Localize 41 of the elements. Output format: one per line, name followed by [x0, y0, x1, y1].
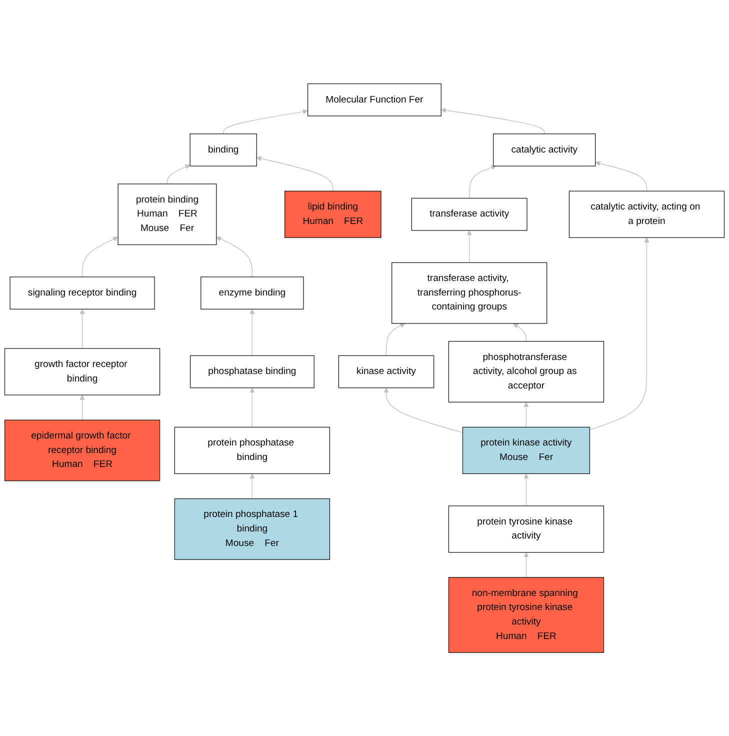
node-box: signaling receptor binding [10, 276, 155, 310]
node-box: growth factor receptor binding [4, 348, 160, 396]
arrow [216, 236, 253, 278]
node-box: transferase activity [411, 198, 528, 231]
arrow [468, 164, 496, 198]
node-box: protein tyrosine kinase activity [448, 505, 604, 553]
node-box: phosphotransferase activity, alcohol group as acceptor [448, 340, 604, 402]
node-box: kinase activity [338, 355, 434, 388]
arrow [513, 323, 527, 342]
arrow [524, 402, 529, 428]
node-box: epidermal growth factor receptor binding Human FER [4, 420, 160, 481]
arrow [80, 308, 85, 349]
node-box: protein phosphatase binding [174, 426, 330, 474]
node-box: lipid binding Human FER [284, 190, 382, 238]
arrow [166, 164, 190, 184]
arrow [524, 473, 529, 506]
node-box: catalytic activity [493, 133, 596, 166]
node-box: enzyme binding [200, 276, 304, 310]
arrow [384, 387, 464, 433]
arrow [466, 230, 472, 263]
arrow [595, 160, 648, 192]
arrow [589, 237, 650, 430]
arrow [82, 236, 118, 278]
arrow [524, 552, 529, 578]
arrow [250, 308, 255, 356]
node-box: Molecular Function Fer [308, 83, 442, 116]
node-box: phosphatase binding [190, 355, 314, 388]
node-box: transferase activity, transferring phosphorus-containing groups [392, 262, 548, 324]
node-box: protein binding Human FER Mouse Fer [118, 183, 217, 245]
node-box: protein kinase activity Mouse Fer [462, 426, 590, 474]
arrow [250, 473, 255, 499]
node-box: catalytic activity, acting on a protein [568, 190, 725, 238]
arrow [256, 156, 334, 192]
arrow [440, 108, 545, 134]
arrow [386, 322, 406, 356]
arrow [80, 394, 85, 420]
arrow [222, 108, 308, 134]
node-box: protein phosphatase 1 binding Mouse Fer [174, 498, 330, 560]
node-box: binding [190, 133, 257, 166]
node-box: non-membrane spanning protein tyrosine kinase activity Human FER [448, 576, 604, 653]
arrow [250, 387, 255, 428]
